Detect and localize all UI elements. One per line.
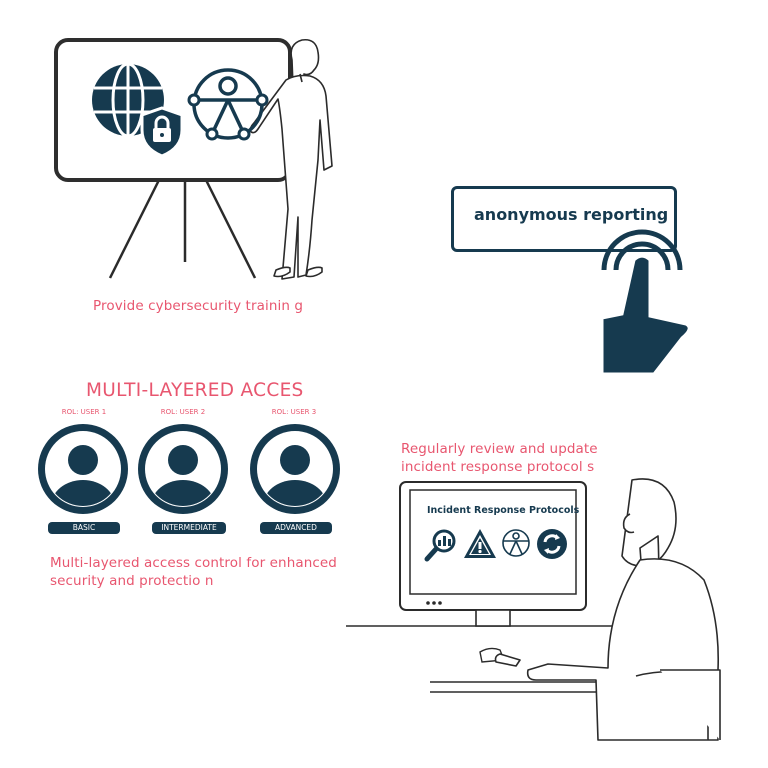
presentation-board-illustration [54, 38, 333, 280]
lock-shield-icon [140, 106, 184, 158]
user-avatar-icon [138, 424, 228, 514]
user-2-level-badge: INTERMEDIATE [152, 522, 226, 534]
training-caption: Provide cybersecurity trainin g [93, 298, 304, 314]
incident-caption-line2: incident response protocol s [401, 459, 595, 475]
accessibility-icon [187, 68, 269, 141]
anonymous-reporting-button[interactable]: anonymous reporting [451, 186, 677, 252]
user-avatar-icon [38, 424, 128, 514]
access-caption-line2: security and protectio n [50, 573, 214, 589]
access-title: MULTI-LAYERED ACCES [86, 380, 304, 401]
warning-icon [464, 529, 496, 558]
user-3-level-badge: ADVANCED [260, 522, 332, 534]
user-3-role: ROL: USER 3 [271, 408, 317, 416]
user-avatar-icon [250, 424, 340, 514]
user-1-level-badge: BASIC [48, 522, 120, 534]
user-2-role: ROL: USER 2 [160, 408, 206, 416]
anonymous-reporting-label: anonymous reporting [474, 205, 669, 224]
incident-caption-line1: Regularly review and update [401, 441, 598, 457]
magnifier-chart-icon [424, 529, 456, 562]
hand-click-icon [600, 229, 691, 376]
refresh-icon [537, 529, 567, 559]
user-1-role: ROL: USER 1 [61, 408, 107, 416]
incident-screen-title: Incident Response Protocols [427, 505, 580, 516]
accessibility-icon [502, 529, 530, 557]
access-caption-line1: Multi-layered access control for enhance… [50, 555, 337, 571]
training-scene [0, 0, 380, 330]
